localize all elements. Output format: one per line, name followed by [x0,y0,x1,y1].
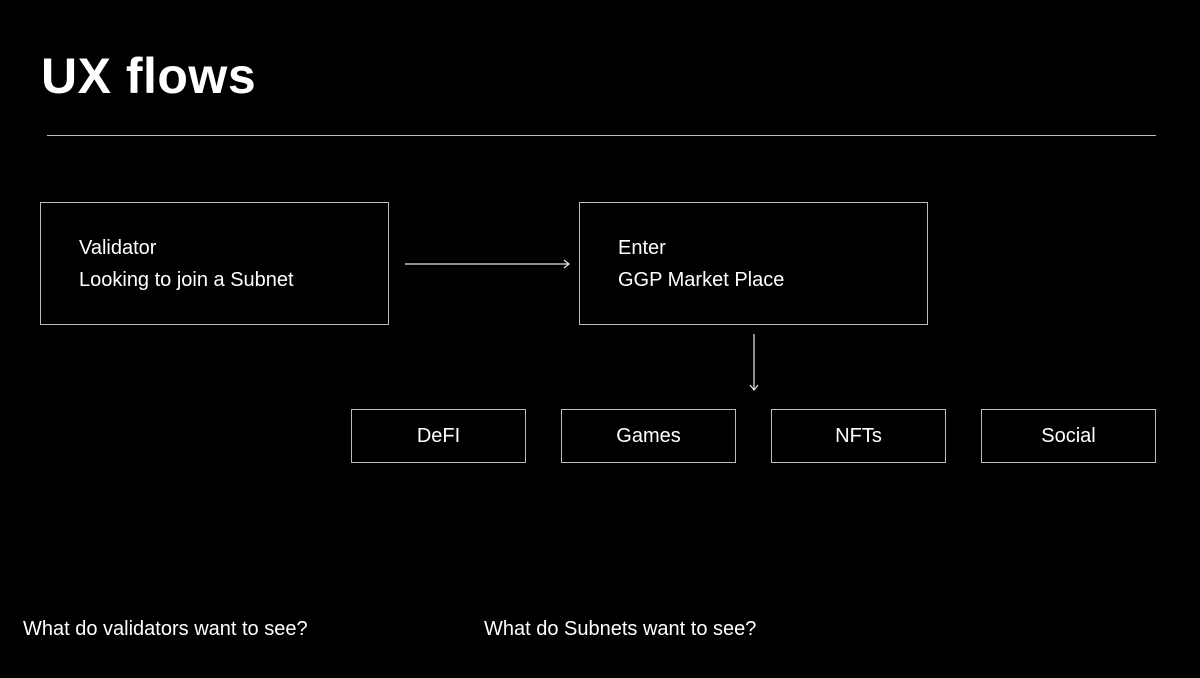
arrow-down-icon [749,334,759,391]
validator-node: Validator Looking to join a Subnet [40,202,389,325]
validator-node-title: Validator [79,237,157,259]
category-nfts: NFTs [771,409,946,463]
title-divider [47,135,1156,136]
category-label: NFTs [835,424,882,447]
subnets-question: What do Subnets want to see? [484,618,757,640]
arrow-right-icon [405,259,570,269]
category-games: Games [561,409,736,463]
validators-question: What do validators want to see? [23,618,308,640]
marketplace-node: Enter GGP Market Place [579,202,928,325]
category-label: DeFI [416,424,461,447]
marketplace-node-title: Enter [618,237,666,259]
category-label: Social [1041,424,1096,447]
category-defi: DeFI [351,409,526,463]
slide-title: UX flows [41,48,257,104]
marketplace-node-subtitle: GGP Market Place [618,269,785,291]
category-social: Social [981,409,1156,463]
validator-node-subtitle: Looking to join a Subnet [79,269,294,291]
category-label: Games [616,424,681,447]
